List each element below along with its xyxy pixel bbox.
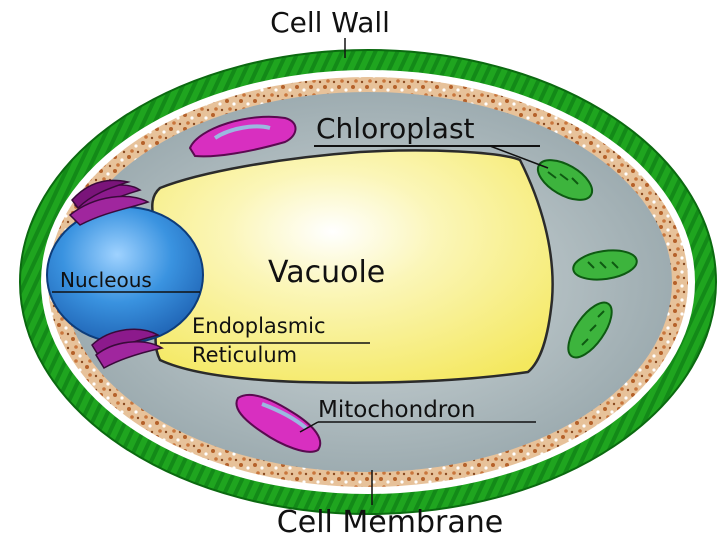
endoplasmic-reticulum-lower: [91, 328, 165, 370]
mitochondron-leader: [299, 421, 319, 433]
mitochondrion-top: [188, 115, 297, 158]
chloroplast-leader: [489, 145, 549, 169]
label-nucleous: Nucleous: [60, 268, 152, 292]
chloroplast-2: [572, 249, 638, 281]
label-chloroplast: Chloroplast: [316, 112, 475, 145]
chloroplast-3: [567, 301, 613, 359]
label-vacuole: Vacuole: [268, 255, 385, 290]
mitochondrion-bottom: [235, 393, 322, 453]
label-cell-wall: Cell Wall: [270, 6, 390, 39]
label-endoplasmic: Endoplasmic: [192, 314, 326, 338]
label-reticulum: Reticulum: [192, 343, 297, 367]
endoplasmic-reticulum-upper: [68, 179, 150, 226]
label-cell-membrane: Cell Membrane: [277, 505, 503, 540]
label-mitochondron: Mitochondron: [318, 397, 475, 423]
